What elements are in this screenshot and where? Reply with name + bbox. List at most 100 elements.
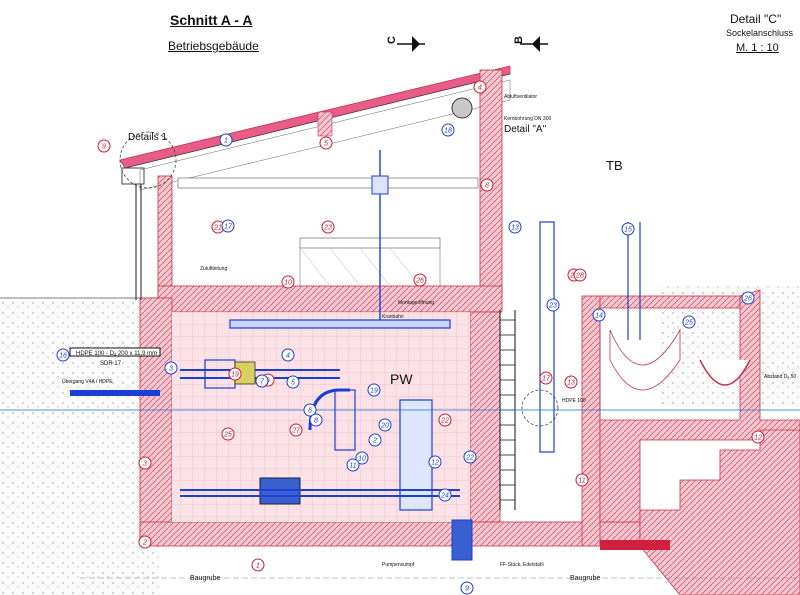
- blue-marker-circle: [255, 374, 269, 388]
- blue-marker-circle: [463, 450, 477, 464]
- red-marker-circle: [138, 535, 152, 549]
- blue-marker-number: 12: [431, 460, 439, 467]
- blue-marker-number: 3: [169, 366, 173, 373]
- red-marker-number: 5: [324, 141, 328, 148]
- blue-marker-circle: [368, 433, 382, 447]
- blue-marker-number: 24: [440, 493, 449, 500]
- blue-marker-circle: [164, 361, 178, 375]
- red-marker-number: 21: [213, 225, 222, 232]
- montage-label: Montageöffnung: [398, 300, 434, 306]
- red-marker-number: 1: [256, 563, 260, 570]
- blue-marker-circle: [309, 413, 323, 427]
- blue-marker-circle: [592, 308, 606, 322]
- blue-marker-circle: [741, 291, 755, 305]
- red-marker-number: 11: [578, 478, 585, 485]
- red-marker-number: 27: [291, 428, 301, 435]
- blue-marker-number: 25: [684, 320, 693, 327]
- red-marker-number: 23: [323, 225, 332, 232]
- blue-marker-circle: [508, 220, 522, 234]
- blue-marker-circle: [621, 222, 635, 236]
- red-marker-circle: [321, 220, 335, 234]
- hdpe-label: HDPE 100: [562, 398, 586, 404]
- red-marker-number: 17: [542, 376, 551, 383]
- section-marker-c: C: [386, 36, 425, 52]
- red-marker-number: 8: [485, 183, 489, 190]
- soil-left: [0, 298, 160, 595]
- scale-label: M. 1 : 10: [736, 42, 779, 54]
- sdr-label: SDR 17: [100, 361, 122, 367]
- blue-marker-number: 19: [370, 388, 378, 395]
- red-marker-circle: [221, 427, 235, 441]
- red-marker-circle: [575, 473, 589, 487]
- ff-stueck-label: FF-Stück, Edelstahl: [500, 562, 544, 568]
- red-marker-circle: [473, 80, 487, 94]
- tank-structure: [581, 289, 800, 595]
- red-marker-circle: [564, 375, 578, 389]
- details1-label: Details 1: [128, 132, 167, 143]
- upper-room: [177, 177, 479, 287]
- red-marker-number: 9: [102, 144, 106, 151]
- blue-marker-number: 1: [224, 138, 228, 145]
- blue-marker-number: 26: [743, 296, 752, 303]
- red-marker-circle: [319, 136, 333, 150]
- abstand-label: Abstand Dₐ 50: [764, 374, 796, 380]
- detail-a-label: Detail "A": [504, 124, 547, 135]
- blue-marker-number: 23: [548, 303, 557, 310]
- red-marker-circle: [751, 430, 765, 444]
- red-marker-number: 2: [142, 540, 147, 547]
- blue-marker-number: 9: [465, 586, 469, 593]
- blue-marker-circle: [546, 298, 560, 312]
- red-marker-number: 3: [143, 461, 147, 468]
- blue-marker-circle: [346, 458, 360, 472]
- baugrube-left-label: Baugrube: [190, 575, 220, 582]
- red-marker-number: 24: [569, 273, 578, 280]
- blue-marker-number: 16: [59, 353, 67, 360]
- inlet-pipe-label: HDPE 100 - Dₐ 200 x 11,9 mm: [76, 351, 157, 357]
- red-marker-number: 12: [754, 435, 762, 442]
- section-title: Schnitt A - A: [170, 12, 253, 28]
- red-marker-number: 22: [440, 418, 449, 425]
- section-b-letter: B: [513, 36, 525, 44]
- blue-marker-number: 20: [380, 423, 389, 430]
- red-marker-circle: [438, 413, 452, 427]
- blue-marker-circle: [219, 133, 233, 147]
- red-marker-number: 28: [575, 273, 584, 280]
- kranbahn-label: Kranbahn: [382, 314, 404, 320]
- blue-marker-circle: [281, 348, 295, 362]
- blue-marker-circle: [428, 455, 442, 469]
- red-marker-circle: [289, 423, 303, 437]
- blue-marker-circle: [221, 219, 235, 233]
- blue-marker-circle: [286, 375, 300, 389]
- baugrube-right-label: Baugrube: [570, 575, 600, 582]
- blue-marker-number: 4: [286, 353, 290, 360]
- blue-marker-number: 10: [358, 456, 366, 463]
- gutter: [119, 131, 177, 300]
- red-marker-number: 26: [415, 278, 424, 285]
- red-marker-circle: [138, 456, 152, 470]
- red-marker-circle: [480, 178, 494, 192]
- position-markers: 1234567891011121317192122232425262728123…: [56, 80, 765, 595]
- blue-marker-circle: [355, 451, 369, 465]
- inlet-pipe: [0, 347, 800, 411]
- blue-marker-number: 17: [224, 224, 233, 231]
- tb-label: TB: [606, 158, 623, 173]
- section-c-letter: C: [386, 36, 398, 44]
- red-marker-number: 25: [223, 432, 232, 439]
- blue-marker-number: 8: [314, 418, 318, 425]
- blue-marker-number: 11: [349, 463, 356, 470]
- red-marker-number: 4: [478, 85, 482, 92]
- detail-c-subtitle: Sockelanschluss: [726, 28, 794, 38]
- blue-marker-circle: [303, 403, 317, 417]
- red-marker-circle: [97, 139, 111, 153]
- pw-label: PW: [390, 371, 413, 387]
- pump-equipment: [180, 97, 641, 561]
- blue-marker-circle: [367, 383, 381, 397]
- red-marker-number: 19: [231, 372, 239, 379]
- red-marker-circle: [573, 268, 587, 282]
- pumpensumpf-label: Pumpensumpf: [382, 562, 415, 568]
- blue-marker-circle: [56, 348, 70, 362]
- blue-marker-number: 13: [511, 225, 519, 232]
- red-marker-circle: [413, 273, 427, 287]
- kernbohrung-label: Kernbohrung DN 300: [504, 116, 551, 122]
- blue-marker-number: 5: [291, 380, 295, 387]
